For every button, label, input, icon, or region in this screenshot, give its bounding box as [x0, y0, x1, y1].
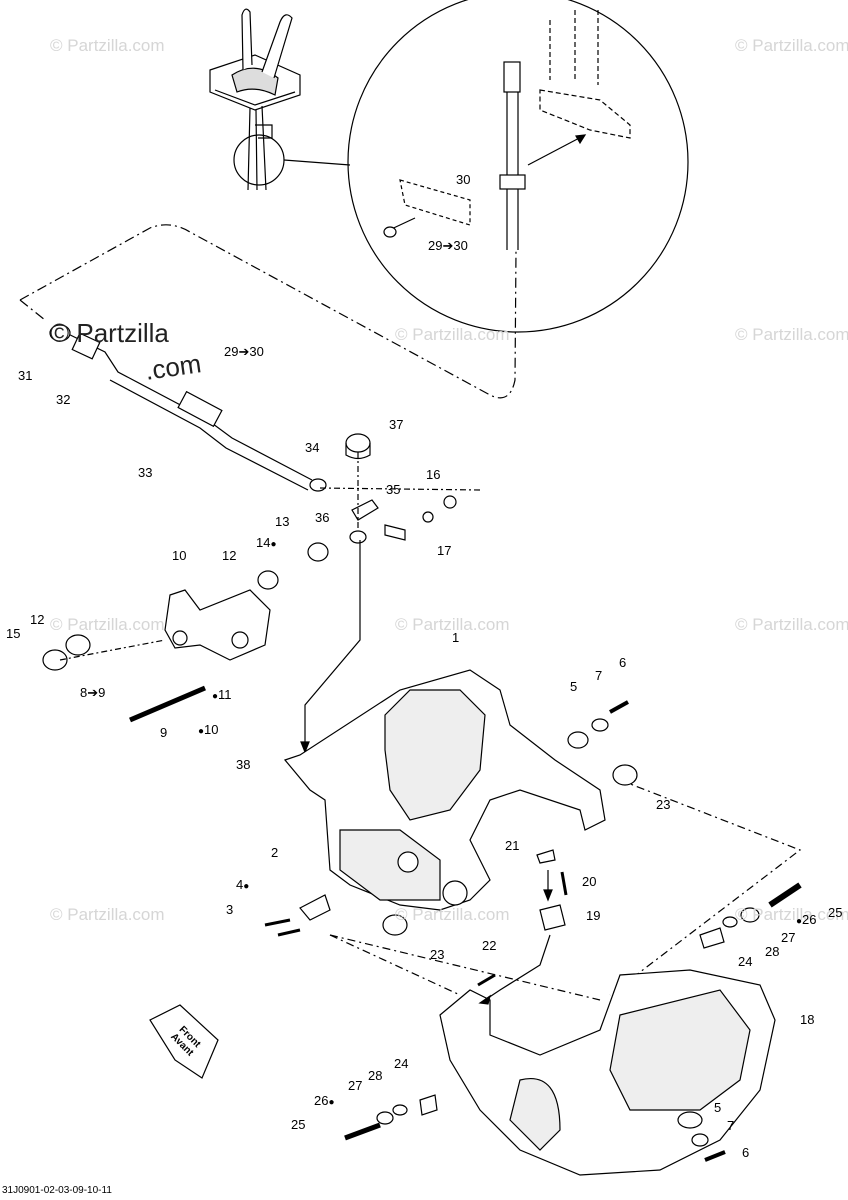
callout-27: 27 — [781, 930, 796, 945]
callout-34: 34 — [305, 440, 320, 455]
callout-32: 32 — [56, 392, 71, 407]
callout-6: 6 — [619, 655, 627, 670]
callout-18: 18 — [800, 1012, 815, 1027]
callout-7: 7 — [595, 668, 603, 683]
callout-9: 9 — [160, 725, 168, 740]
callout-23: 23 — [656, 797, 671, 812]
watermark: © Partzilla.com — [50, 36, 165, 55]
watermark: © Partzilla.com — [395, 905, 510, 924]
callout-6: 6 — [742, 1145, 750, 1160]
callout-4: 4● — [236, 877, 250, 892]
main-bracket — [283, 669, 606, 911]
callout-13: 13 — [275, 514, 290, 529]
callout-37: 37 — [389, 417, 404, 432]
watermark: © Partzilla.com — [395, 615, 510, 634]
callout-17: 17 — [437, 543, 452, 558]
callout-8-9: 8➔9 — [80, 685, 106, 700]
callout-38: 38 — [236, 757, 251, 772]
lower-housing — [439, 969, 776, 1176]
detail-circle — [347, 0, 689, 333]
callout-31: 31 — [18, 368, 33, 383]
callout-16: 16 — [426, 467, 441, 482]
callout-5: 5 — [570, 679, 578, 694]
callout-35: 35 — [386, 482, 401, 497]
callout-28: 28 — [765, 944, 780, 959]
callout-30: 30 — [456, 172, 471, 187]
callout-24: 24 — [738, 954, 753, 969]
callout-29-30: 29➔30 — [428, 238, 468, 253]
callout-36: 36 — [315, 510, 330, 525]
watermark: © Partzilla.com — [735, 615, 848, 634]
watermark: © Partzilla.com — [735, 36, 848, 55]
callout-24: 24 — [394, 1056, 409, 1071]
detail-leader-line — [283, 159, 351, 166]
shift-lever — [42, 542, 329, 723]
watermark: © Partzilla.com — [735, 325, 848, 344]
callout-28: 28 — [368, 1068, 383, 1083]
detail-cable-end — [383, 10, 631, 250]
watermark: © Partzilla.com — [395, 325, 510, 344]
callout-20: 20 — [582, 874, 597, 889]
shifter-assembly — [209, 8, 301, 191]
callout-14: 14● — [256, 535, 277, 550]
callout-11: ●11 — [212, 687, 232, 702]
cable-route-line — [19, 224, 517, 399]
callout-22: 22 — [482, 938, 497, 953]
watermark-large: © Partzilla — [50, 318, 169, 348]
watermark: © Partzilla.com — [735, 905, 848, 924]
callout-1: 1 — [452, 630, 460, 645]
front-arrow-shape — [149, 1004, 219, 1079]
callout-26: 26● — [314, 1093, 335, 1108]
callout-26: ●26 — [796, 912, 817, 927]
callout-3: 3 — [226, 902, 234, 917]
shift-cable — [49, 324, 327, 492]
callout-12: 12 — [30, 612, 45, 627]
callout-33: 33 — [138, 465, 153, 480]
watermark: © Partzilla.com — [50, 615, 165, 634]
diagram-code: 31J0901-02-03-09-10-11 — [2, 1185, 112, 1196]
callout-25: 25 — [291, 1117, 306, 1132]
callout-25: 25 — [828, 905, 843, 920]
callout-27: 27 — [348, 1078, 363, 1093]
watermark: © Partzilla.com — [50, 905, 165, 924]
callout-10: ●10 — [198, 722, 219, 737]
callout-5: 5 — [714, 1100, 722, 1115]
callout-21: 21 — [505, 838, 520, 853]
callout-19: 19 — [586, 908, 601, 923]
callout-10: 10 — [172, 548, 187, 563]
callout-15: 15 — [6, 626, 21, 641]
callout-7: 7 — [727, 1118, 735, 1133]
callout-23: 23 — [430, 947, 445, 962]
callout-12: 12 — [222, 548, 237, 563]
callout-29-30: 29➔30 — [224, 344, 264, 359]
callout-2: 2 — [271, 845, 279, 860]
shifter-detail-small-circle — [233, 134, 285, 186]
cable-end-parts — [319, 433, 481, 544]
